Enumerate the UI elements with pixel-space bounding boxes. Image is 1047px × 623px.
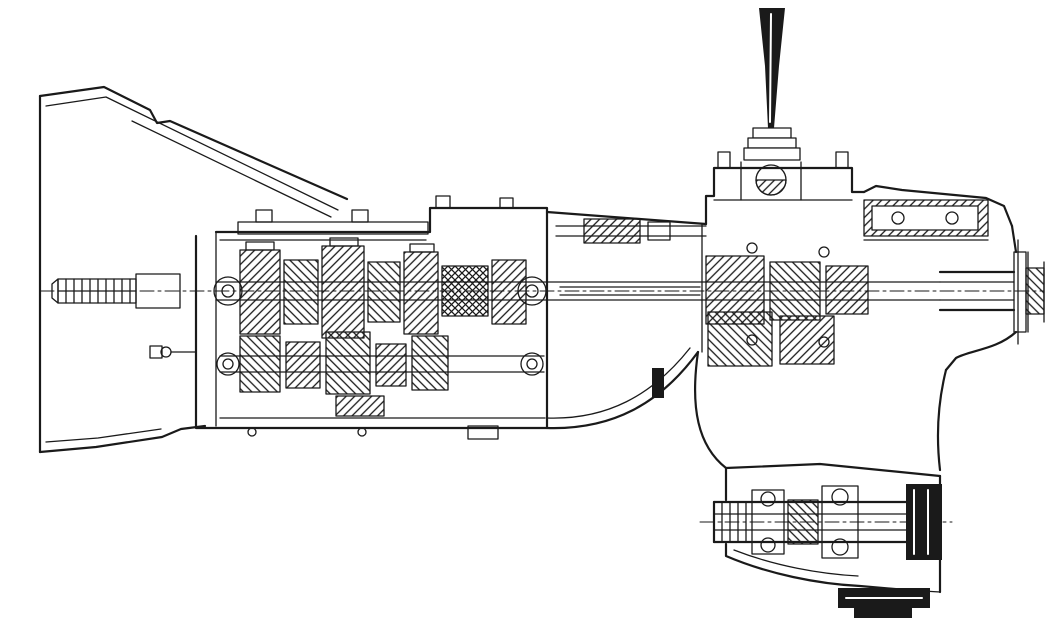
main-gearcase — [194, 195, 549, 440]
cover-bolt — [351, 209, 369, 223]
front-output-bearings — [751, 485, 859, 559]
bottom-flange — [838, 588, 930, 618]
cover-bolt — [499, 197, 514, 209]
rear-output-shaft — [938, 239, 1045, 345]
cover-bolt — [255, 209, 273, 223]
synchro-sleeve — [441, 265, 489, 317]
drain-plug — [467, 425, 499, 440]
tower-stud — [717, 151, 731, 169]
reverse-idler-gear — [335, 395, 385, 417]
shift-rail — [555, 218, 707, 244]
lever-boot-ring — [747, 137, 797, 149]
cover-bolt — [435, 195, 451, 209]
front-output-shaft — [712, 484, 942, 560]
transfer-case — [693, 151, 1018, 472]
input-shaft — [51, 273, 181, 309]
output-seal-block — [906, 484, 942, 560]
lever-boot-ring — [743, 147, 801, 161]
output-flange-nut — [1025, 261, 1045, 323]
mainshaft-gear-cluster — [239, 237, 527, 339]
clutch-release-fitting — [149, 345, 197, 359]
bell-housing — [38, 85, 349, 454]
countershaft-gear-cluster — [219, 331, 545, 417]
top-cover — [237, 221, 429, 235]
adapter-housing — [545, 210, 708, 430]
center-lines — [39, 290, 1045, 523]
gear-lever — [740, 8, 802, 201]
lever-boot-ring — [752, 127, 792, 139]
tower-stud — [835, 151, 849, 169]
lever-stick — [759, 8, 785, 128]
bearings-main-case — [213, 276, 547, 376]
mount-plug — [652, 368, 664, 398]
